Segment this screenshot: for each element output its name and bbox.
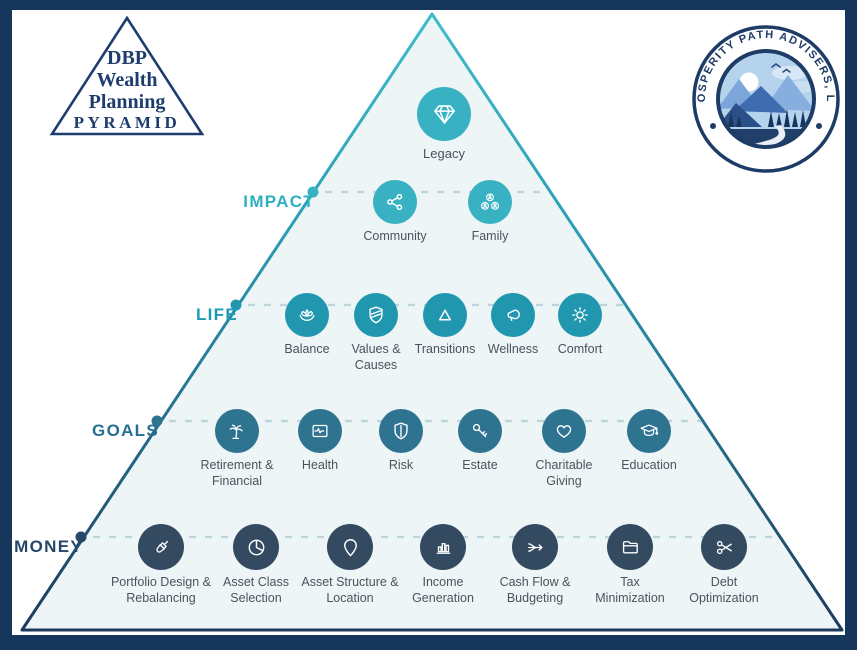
item-family	[468, 180, 512, 224]
item-label: Charitable Giving	[535, 458, 593, 488]
item-label: Comfort	[557, 342, 603, 356]
item-label: Health	[301, 458, 339, 472]
key-icon	[472, 423, 488, 438]
item-label: Legacy	[423, 146, 465, 161]
item-comfort	[558, 293, 602, 337]
item-tax-minimization	[607, 524, 653, 570]
brand-line1: DBP	[107, 47, 147, 69]
shield-stripes-icon	[369, 306, 383, 324]
sun-icon	[572, 307, 588, 323]
prosperity-path-logo: PROSPERITY PATH ADVISERS, LLC	[692, 25, 840, 173]
item-label: Income Generation	[412, 575, 474, 605]
item-health	[298, 409, 342, 453]
palm-tree-icon	[229, 424, 243, 439]
triangle-icon	[438, 309, 452, 321]
item-estate	[458, 409, 502, 453]
item-label: Balance	[284, 342, 330, 356]
heartbeat-monitor-icon	[312, 424, 328, 438]
item-balance	[285, 293, 329, 337]
merge-arrow-icon	[527, 542, 542, 552]
item-label: Debt Optimization	[689, 575, 759, 605]
item-education	[627, 409, 671, 453]
item-asset-structure	[327, 524, 373, 570]
item-label: Values & Causes	[351, 342, 401, 372]
item-label: Portfolio Design & Rebalancing	[110, 575, 212, 605]
item-label: Asset Class Selection	[223, 575, 289, 605]
item-label: Education	[621, 458, 677, 472]
brand-line4: PYRAMID	[74, 113, 181, 132]
item-label: Wellness	[487, 342, 539, 356]
bar-chart-icon	[436, 542, 450, 554]
item-transitions	[423, 293, 467, 337]
megaphone-icon	[507, 309, 520, 322]
dbp-brand-triangle: DBP Wealth Planning PYRAMID	[49, 15, 205, 136]
item-wellness	[491, 293, 535, 337]
row-label-money: MONEY	[14, 537, 83, 556]
brand-line3: Planning	[89, 91, 166, 113]
row-label-impact: IMPACT	[243, 192, 315, 211]
item-label: Retirement & Financial	[200, 458, 274, 488]
share-icon	[387, 193, 403, 211]
item-label: Estate	[462, 458, 498, 472]
graduation-cap-icon	[640, 424, 659, 437]
item-portfolio-design	[138, 524, 184, 570]
item-cash-flow	[512, 524, 558, 570]
scissors-icon	[716, 540, 732, 554]
lotus-icon	[299, 309, 315, 321]
item-label: Asset Structure & Location	[301, 575, 399, 605]
folder-icon	[622, 540, 638, 553]
item-label: Community	[363, 229, 427, 243]
item-community	[373, 180, 417, 224]
item-debt-optimization	[701, 524, 747, 570]
item-charitable-giving	[542, 409, 586, 453]
family-icon	[481, 193, 499, 210]
shield-icon	[394, 422, 408, 440]
row-label-goals: GOALS	[92, 421, 159, 440]
pie-chart-icon	[248, 539, 264, 555]
item-label: Transitions	[414, 342, 476, 356]
edge-dots	[75, 186, 319, 543]
item-label: Tax Minimization	[595, 575, 665, 605]
item-label: Family	[471, 229, 509, 243]
heart-icon	[556, 425, 572, 438]
item-label: Cash Flow & Budgeting	[499, 575, 571, 605]
row-label-life: LIFE	[195, 305, 238, 324]
brand-line2: Wealth	[96, 69, 157, 91]
gem-icon	[433, 104, 455, 124]
item-legacy	[417, 87, 471, 141]
item-risk	[379, 409, 423, 453]
item-retirement-financial	[215, 409, 259, 453]
item-label: Risk	[388, 458, 414, 472]
paint-brush-icon	[155, 540, 168, 553]
item-asset-class	[233, 524, 279, 570]
map-pin-icon	[343, 538, 357, 556]
item-income-generation	[420, 524, 466, 570]
item-values-causes	[354, 293, 398, 337]
